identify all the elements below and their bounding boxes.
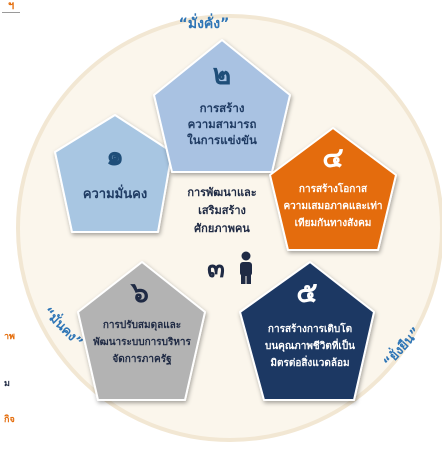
- strategy-4-label-line: การสร้างโอกาส: [299, 182, 368, 195]
- strategy-4-label: การสร้างโอกาสความเสมอภาคและเท่าเทียมกันท…: [283, 182, 382, 229]
- strategy-6-label: การปรับสมดุลและพัฒนาระบบการบริหารจัดการภ…: [93, 319, 191, 365]
- left-fragment-2: ม: [4, 379, 10, 389]
- strategy-5-number: ๕: [296, 276, 317, 309]
- pentagon-shape-2: [153, 39, 291, 173]
- strategy-5-label-line: มิตรต่อสิ่งแวดล้อม: [270, 355, 349, 369]
- pentagon-strategy-4: ๔ การสร้างโอกาสความเสมอภาคและเท่าเทียมกั…: [269, 127, 397, 251]
- strategy-6-number: ๖: [130, 276, 149, 309]
- person-icon-leg-right: [246, 274, 251, 284]
- strategy-4-label-line: ความเสมอภาคและเท่า: [283, 200, 382, 212]
- strategy-2-label: การสร้างความสามารถในการแข่งขัน: [187, 101, 257, 147]
- strategy-1-number: ๑: [106, 139, 124, 172]
- strategy-2-label-line: ความสามารถ: [188, 117, 257, 131]
- arc-label-top: “มั่งคั่ง”: [179, 13, 230, 32]
- left-fragment-3: กิจ: [4, 415, 15, 425]
- center-label-line: เสริมสร้าง: [198, 204, 246, 217]
- pentagon-shape-6: [77, 261, 206, 401]
- person-icon-head: [241, 251, 251, 261]
- strategy-1-label: ความมั่นคง: [83, 184, 147, 202]
- pentagon-strategy-6: ๖ การปรับสมดุลและพัฒนาระบบการบริหารจัดกา…: [77, 261, 206, 401]
- strategy-2-label-line: ในการแข่งขัน: [187, 133, 257, 147]
- pentagon-strategy-1: ๑ ความมั่นคง: [54, 114, 173, 233]
- strategy-2-label-line: การสร้าง: [200, 101, 245, 115]
- strategy-2-number: ๒: [213, 58, 231, 91]
- pentagon-shape-4: [269, 127, 397, 251]
- person-icon-leg-left: [241, 274, 246, 284]
- pentagon-strategy-5: ๕ การสร้างการเติบโตบนคุณภาพชีวิตที่เป็นม…: [239, 261, 375, 401]
- strategy-6-label-line: พัฒนาระบบการบริหาร: [93, 336, 191, 348]
- pentagon-shape-5: [239, 261, 375, 401]
- center-label-line: การพัฒนาและ: [187, 186, 256, 199]
- top-left-fragment: ฯ: [8, 0, 15, 12]
- center-number: ๓: [207, 254, 225, 284]
- pentagon-strategy-2: ๒ การสร้างความสามารถในการแข่งขัน: [153, 39, 291, 173]
- center-label-line: ศักยภาพคน: [194, 222, 250, 235]
- strategy-6-label-line: การปรับสมดุลและ: [103, 319, 181, 331]
- strategy-5-label-line: การสร้างการเติบโต: [268, 322, 352, 335]
- strategy-4-label-line: เทียมกันทางสังคม: [295, 217, 372, 229]
- strategy-5-label-line: บนคุณภาพชีวิตที่เป็น: [265, 338, 355, 352]
- pentagon-shape-1: [54, 114, 173, 233]
- top-left-underline: [2, 12, 20, 13]
- strategy-5-label: การสร้างการเติบโตบนคุณภาพชีวิตที่เป็นมิต…: [265, 322, 355, 369]
- strategy-6-label-line: จัดการภาครัฐ: [112, 353, 172, 365]
- center-strategy-3: การพัฒนาและเสริมสร้างศักยภาพคน ๓: [187, 186, 257, 284]
- left-fragment-1: าพ: [4, 332, 15, 342]
- strategy-4-number: ๔: [322, 141, 343, 174]
- person-icon-body: [240, 262, 252, 276]
- strategy-1-label-line: ความมั่นคง: [83, 184, 147, 202]
- center-label: การพัฒนาและเสริมสร้างศักยภาพคน: [187, 186, 256, 235]
- person-icon: [240, 251, 252, 284]
